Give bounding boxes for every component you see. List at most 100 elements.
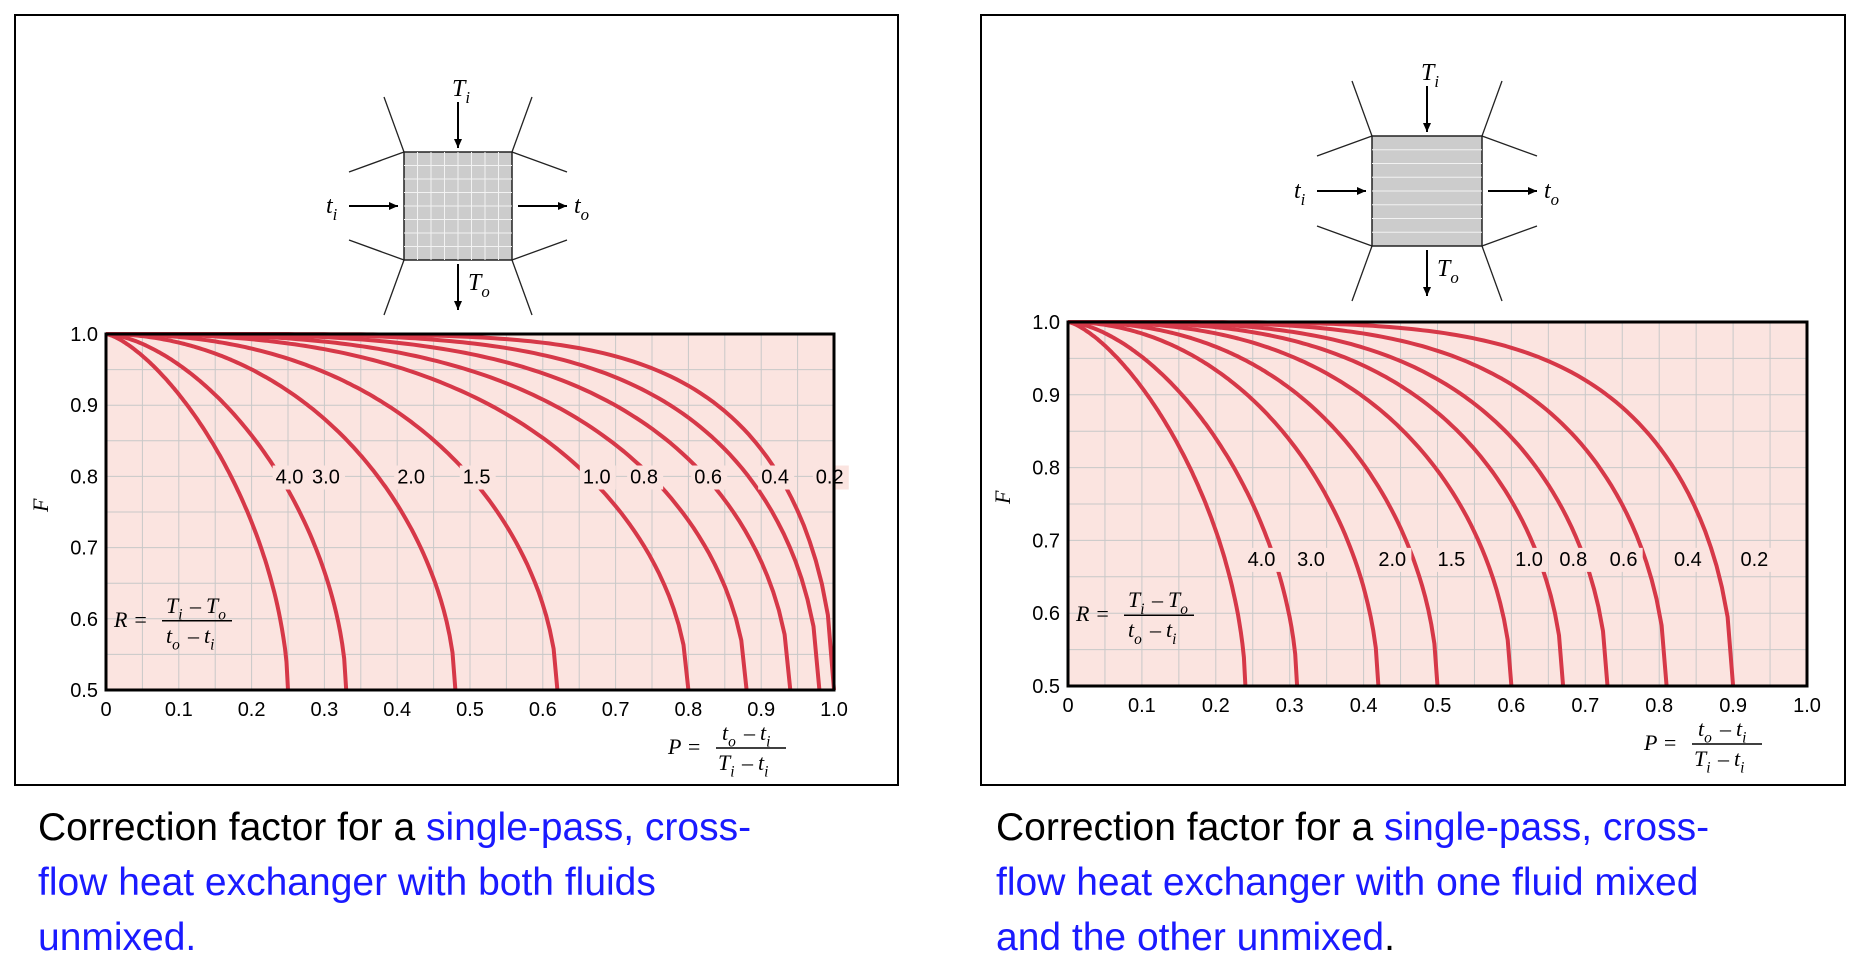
curve-label-bg (627, 465, 664, 490)
curve-label-bg (1670, 547, 1707, 572)
arrowhead-icon (558, 202, 567, 210)
curve-label-bg (1244, 547, 1281, 572)
curve-label-R-0.2: 0.2 (816, 467, 844, 489)
plot-frame (1066, 320, 1809, 688)
x-tick-label: 0.5 (456, 699, 484, 721)
plot-frame (104, 332, 836, 692)
x-tick-label: 0.6 (1497, 695, 1525, 717)
x-tick-label: 1.0 (1793, 695, 1821, 717)
curve-label-R-4.0: 4.0 (1248, 549, 1276, 571)
curve-label-R-1.5: 1.5 (463, 467, 491, 489)
formula-R-den: ti (1166, 617, 1176, 648)
header-line (511, 151, 568, 173)
formula-P-minus: – (743, 720, 756, 745)
curve-label-bg (394, 465, 431, 490)
curve-label-bg (691, 465, 728, 490)
formula-P-minus: – (741, 750, 754, 775)
label-hot-inlet: Ti (452, 76, 470, 107)
arrowhead-icon (454, 139, 462, 148)
x-tick-label: 0.4 (383, 699, 411, 721)
caption-highlight: and the other unmixed (996, 916, 1385, 959)
y-tick-label: 0.5 (70, 680, 98, 702)
y-tick-label: 1.0 (1032, 312, 1060, 334)
curve-label-R-1.0: 1.0 (1515, 549, 1543, 571)
caption-tail: . (1384, 916, 1395, 959)
header-line (383, 96, 405, 153)
curve-R-2.0 (1068, 320, 1381, 687)
formula-R-den: ti (204, 623, 214, 654)
header-line (1481, 135, 1538, 157)
y-tick-label: 0.6 (1032, 603, 1060, 625)
y-tick-label: 0.7 (70, 538, 98, 560)
formula-R-minus: – (189, 593, 202, 618)
caption-lead: Correction factor for a (38, 806, 426, 849)
formula-R-lhs: R = (1075, 601, 1110, 626)
curve-label-bg (272, 465, 309, 490)
formula-R-num: Ti (166, 593, 183, 624)
header-line (1351, 245, 1373, 302)
curve-R-3.0 (105, 332, 349, 691)
formula-P-num: ti (1736, 716, 1746, 747)
label-hot-outlet: To (1437, 256, 1459, 287)
caption-highlight: flow heat exchanger with both fluids (38, 861, 656, 904)
x-tick-label: 0.7 (602, 699, 630, 721)
header-line (1316, 225, 1373, 247)
curve-R-4.0 (1067, 320, 1248, 687)
arrowhead-icon (454, 301, 462, 310)
header-line (1481, 225, 1538, 247)
y-tick-label: 0.7 (1032, 530, 1060, 552)
curve-label-R-2.0: 2.0 (1378, 549, 1406, 571)
arrowhead-icon (1528, 187, 1537, 195)
label-cold-outlet: to (1544, 178, 1559, 209)
arrowhead-icon (1423, 287, 1431, 296)
formula-P-den: ti (758, 750, 768, 781)
formula-P-minus: – (1719, 716, 1732, 741)
x-tick-label: 0.1 (165, 699, 193, 721)
curve-label-bg (1512, 547, 1549, 572)
x-tick-label: 0.9 (1719, 695, 1747, 717)
curve-label-R-1.5: 1.5 (1438, 549, 1466, 571)
caption-both-unmixed: Correction factor for a single-pass, cro… (38, 800, 898, 965)
curve-label-bg (758, 465, 795, 490)
header-line (511, 259, 533, 316)
formula-P-num: to (722, 720, 736, 751)
x-tick-label: 0.2 (1202, 695, 1230, 717)
x-tick-label: 0.1 (1128, 695, 1156, 717)
curve-label-bg (812, 465, 849, 490)
x-tick-label: 0.9 (747, 699, 775, 721)
formula-R-den: to (1128, 617, 1142, 648)
formula-P-num: to (1698, 716, 1712, 747)
label-cold-outlet: to (574, 193, 589, 224)
x-tick-label: 0.3 (310, 699, 338, 721)
formula-P-den: ti (1734, 746, 1744, 777)
y-tick-label: 1.0 (70, 324, 98, 346)
y-tick-label: 0.8 (1032, 458, 1060, 480)
formula-R-minus: – (1149, 617, 1162, 642)
formula-P-lhs: P = (667, 734, 701, 759)
x-tick-label: 0.8 (674, 699, 702, 721)
curve-label-R-0.4: 0.4 (1674, 549, 1702, 571)
caption-highlight: flow heat exchanger with one fluid mixed (996, 861, 1699, 904)
curve-label-bg (1294, 547, 1331, 572)
y-tick-label: 0.5 (1032, 676, 1060, 698)
label-cold-inlet: ti (326, 193, 338, 224)
header-line (348, 239, 405, 261)
header-line (348, 151, 405, 173)
header-line (1316, 135, 1373, 157)
x-tick-label: 0.8 (1645, 695, 1673, 717)
curve-R-2.0 (106, 332, 458, 691)
header-line (1481, 245, 1503, 302)
curve-R-1.5 (1068, 320, 1440, 687)
curve-label-R-0.4: 0.4 (761, 467, 789, 489)
formula-P-num: ti (760, 720, 770, 751)
header-line (1481, 80, 1503, 137)
curve-label-bg (1434, 547, 1471, 572)
x-tick-label: 0.3 (1276, 695, 1304, 717)
arrowhead-icon (1423, 123, 1431, 132)
